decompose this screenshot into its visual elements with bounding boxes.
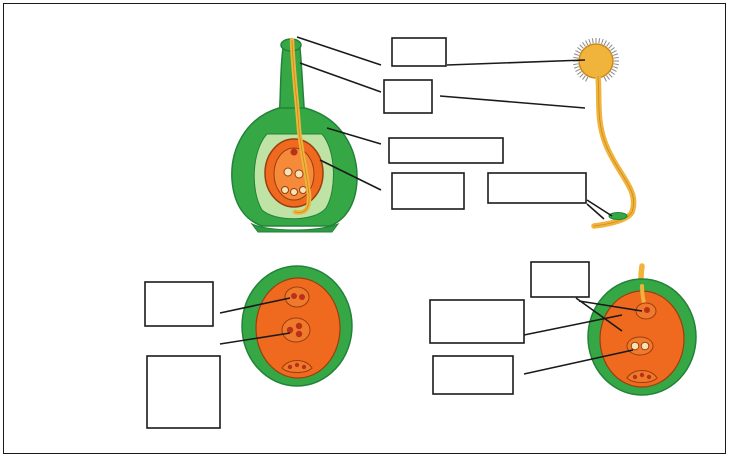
label-box-male-gametes[interactable] (487, 172, 587, 204)
pollen-spike (573, 56, 579, 59)
pollen-spike (579, 73, 584, 78)
pollen-spike (582, 42, 586, 47)
polar-nucleus (640, 341, 650, 351)
polar-nucleus (630, 341, 640, 351)
polar-nucleus (294, 169, 304, 179)
ovule-figure-a (241, 265, 353, 387)
polar-nucleus (286, 326, 294, 334)
antipodal-nucleus (290, 188, 298, 196)
synergid-nucleus (299, 294, 305, 300)
pollen-spike (588, 38, 591, 45)
pollen-spike (577, 47, 582, 51)
label-box-pollen-tube[interactable] (383, 79, 433, 114)
central-cell (626, 336, 654, 356)
pollen-spike (577, 71, 582, 75)
egg-apparatus (284, 286, 310, 308)
pollen-tube-germ (591, 73, 637, 229)
pollen-spike (611, 68, 617, 72)
label-box-ovary-wall[interactable] (388, 137, 504, 164)
pollen-spike (606, 42, 610, 47)
pollen-spike (603, 40, 607, 46)
pollen-spike (575, 68, 581, 72)
pollen-figure (573, 38, 637, 229)
label-box-gametes-entry[interactable] (530, 261, 590, 298)
pollen-spike (601, 38, 604, 45)
label-box-egg-apparatus[interactable] (144, 281, 214, 327)
polar-nucleus (283, 167, 293, 177)
leader-lines (219, 36, 643, 375)
pistil-figure (231, 37, 358, 233)
polar-nucleus (295, 322, 303, 330)
male-gametes (608, 212, 628, 220)
pollen-spike (573, 63, 579, 66)
pollen-spike (575, 50, 581, 54)
pollen-spike (579, 44, 584, 49)
pollen-spike (573, 66, 580, 69)
label-box-primary-endosperm[interactable] (432, 355, 514, 395)
label-box-central-cell[interactable] (146, 355, 221, 429)
zygote-nucleus (644, 307, 650, 313)
pollen-spike (573, 53, 580, 56)
pollen-spike (603, 76, 607, 82)
egg-nucleus (291, 293, 297, 299)
antipodal-nucleus (299, 186, 307, 194)
receptacle (250, 222, 340, 233)
egg-nucleus (290, 148, 298, 156)
pollen-spike (612, 66, 619, 69)
pollen-spike (611, 50, 617, 54)
pollen-spike (613, 56, 619, 59)
antipodal-nucleus (281, 186, 289, 194)
pollen-spike (612, 53, 619, 56)
pollen-spike (591, 38, 594, 44)
label-box-zygote[interactable] (429, 299, 525, 344)
pollen-spike (582, 75, 586, 80)
pollen-spike (585, 76, 589, 82)
pollen-spike (585, 40, 589, 46)
label-boxes (144, 37, 590, 429)
pollen-spike (608, 73, 613, 78)
pollen-grain (578, 43, 614, 79)
label-box-stigma[interactable] (391, 37, 447, 67)
pollen-spike (610, 47, 615, 51)
label-box-ovule[interactable] (391, 172, 465, 210)
diagram-frame (3, 3, 726, 454)
polar-nucleus (295, 330, 303, 338)
ovule-figure-b (587, 263, 697, 396)
pollen-spike (606, 75, 610, 80)
central-cell (281, 317, 311, 343)
pollen-spike (598, 38, 601, 44)
pollen-spike (608, 44, 613, 49)
pollen-spike (610, 71, 615, 75)
pollen-spike (613, 63, 619, 66)
